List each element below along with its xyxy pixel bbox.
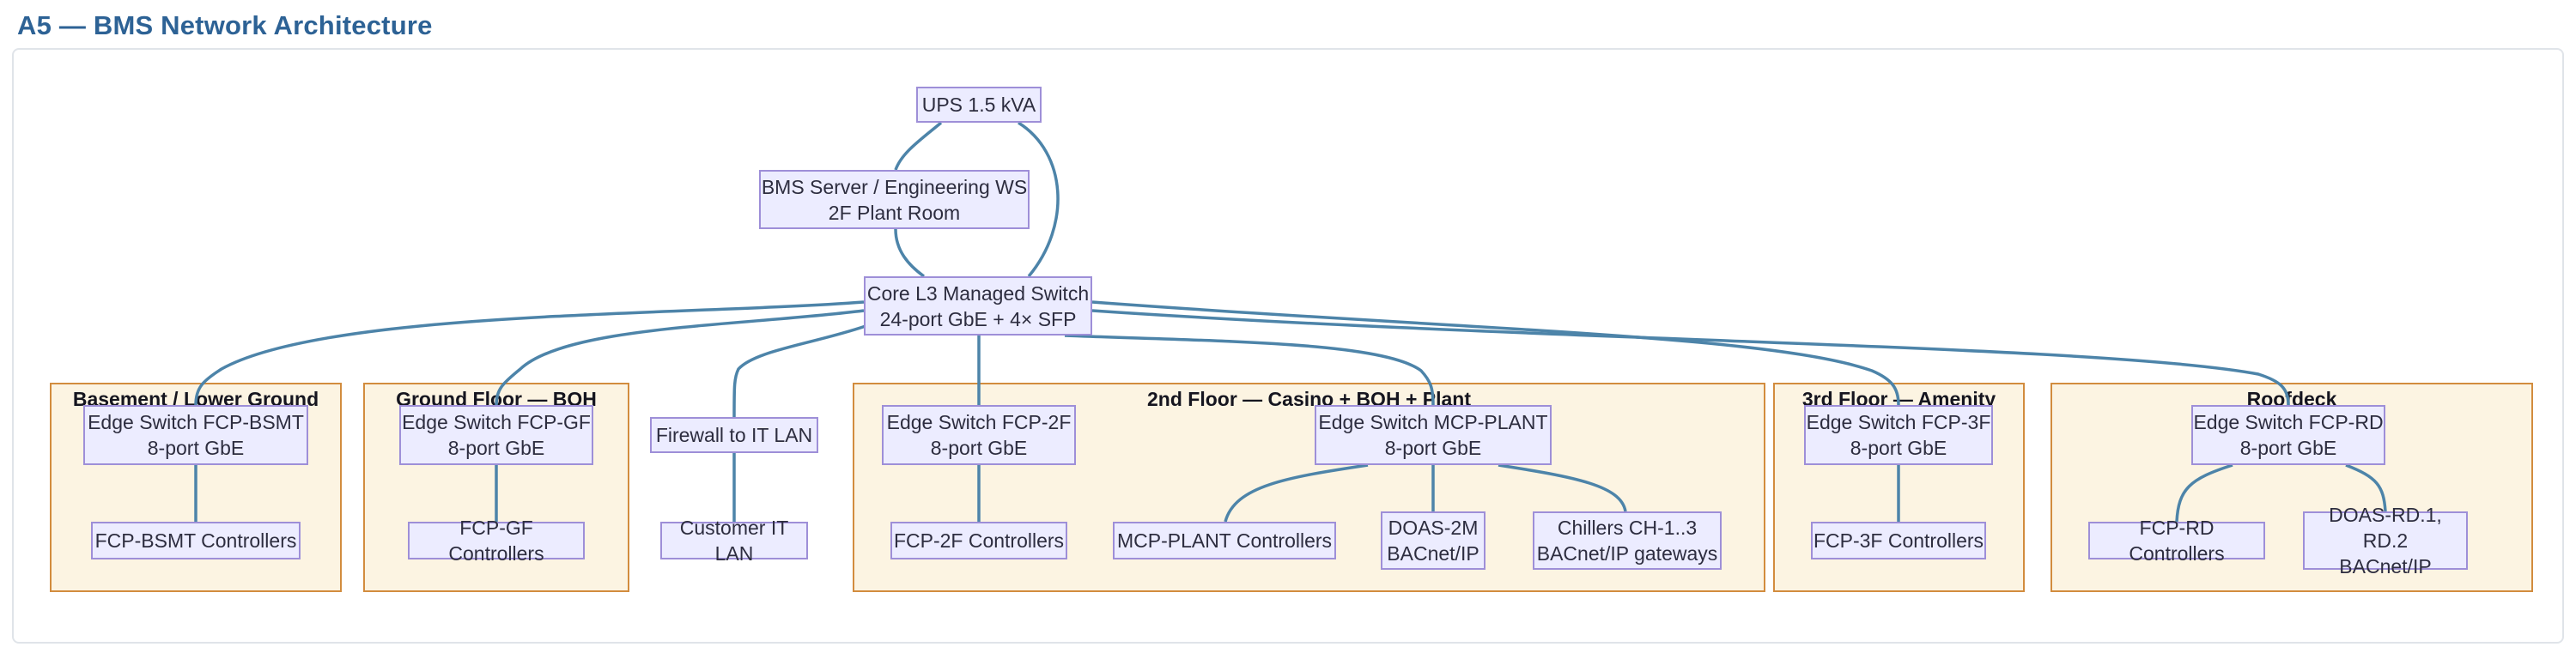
node-doas-2m: DOAS-2M BACnet/IP — [1381, 511, 1485, 570]
node-chillers-line1: Chillers CH-1..3 — [1557, 517, 1698, 539]
node-doas-rd-line1: DOAS-RD.1, RD.2 — [2329, 504, 2442, 552]
node-doas-rd: DOAS-RD.1, RD.2 BACnet/IP — [2303, 504, 2468, 577]
node-mcp-plant-controllers: MCP-PLANT Controllers — [1113, 522, 1336, 559]
node-sw-3f-line1: Edge Switch FCP-3F — [1806, 411, 1991, 433]
node-ctl-gf-label: FCP-GF Controllers — [448, 517, 544, 565]
node-edge-switch-fcp-rd: Edge Switch FCP-RD 8-port GbE — [2191, 405, 2385, 465]
node-sw-gf-line2: 8-port GbE — [447, 437, 545, 459]
node-core-switch: Core L3 Managed Switch 24-port GbE + 4× … — [864, 276, 1092, 336]
node-fcp-2f-controllers: FCP-2F Controllers — [890, 522, 1067, 559]
node-fcp-rd-controllers: FCP-RD Controllers — [2088, 517, 2265, 565]
node-edge-switch-fcp-bsmt: Edge Switch FCP-BSMT 8-port GbE — [83, 405, 308, 465]
node-doas-2m-line1: DOAS-2M — [1388, 517, 1479, 539]
node-ups-label: UPS 1.5 kVA — [921, 94, 1036, 116]
node-sw-mcp-line2: 8-port GbE — [1384, 437, 1482, 459]
node-firewall-label: Firewall to IT LAN — [655, 424, 813, 446]
node-edge-switch-mcp-plant: Edge Switch MCP-PLANT 8-port GbE — [1315, 405, 1552, 465]
node-sw-rd-line2: 8-port GbE — [2239, 437, 2337, 459]
node-edge-switch-fcp-3f: Edge Switch FCP-3F 8-port GbE — [1804, 405, 1993, 465]
node-ctl-bsmt-label: FCP-BSMT Controllers — [94, 529, 297, 552]
node-sw-gf-line1: Edge Switch FCP-GF — [402, 411, 591, 433]
node-fcp-bsmt-controllers: FCP-BSMT Controllers — [91, 522, 301, 559]
node-bms-server-line2: 2F Plant Room — [828, 201, 961, 224]
node-bms-server: BMS Server / Engineering WS 2F Plant Roo… — [759, 170, 1030, 229]
page-title: A5 — BMS Network Architecture — [17, 10, 433, 40]
node-edge-switch-fcp-gf: Edge Switch FCP-GF 8-port GbE — [399, 405, 593, 465]
node-ctl-mcp-label: MCP-PLANT Controllers — [1116, 529, 1333, 552]
node-core-switch-line2: 24-port GbE + 4× SFP — [879, 307, 1077, 330]
node-chillers: Chillers CH-1..3 BACnet/IP gateways — [1533, 511, 1722, 570]
node-core-switch-line1: Core L3 Managed Switch — [866, 281, 1090, 305]
node-firewall: Firewall to IT LAN — [650, 417, 818, 453]
node-sw-2f-line2: 8-port GbE — [930, 437, 1028, 459]
node-ctl-rd-label: FCP-RD Controllers — [2129, 517, 2225, 565]
node-sw-3f-line2: 8-port GbE — [1850, 437, 1947, 459]
node-sw-mcp-line1: Edge Switch MCP-PLANT — [1318, 411, 1548, 433]
node-sw-rd-line1: Edge Switch FCP-RD — [2193, 411, 2384, 433]
node-itlan-label: Customer IT LAN — [679, 517, 789, 565]
node-sw-bsmt-line2: 8-port GbE — [147, 437, 245, 459]
node-chillers-line2: BACnet/IP gateways — [1536, 542, 1718, 565]
node-sw-bsmt-line1: Edge Switch FCP-BSMT — [88, 411, 304, 433]
node-ctl-3f-label: FCP-3F Controllers — [1813, 529, 1984, 552]
node-edge-switch-fcp-2f: Edge Switch FCP-2F 8-port GbE — [882, 405, 1076, 465]
node-ctl-2f-label: FCP-2F Controllers — [893, 529, 1065, 552]
node-customer-it-lan: Customer IT LAN — [660, 517, 808, 565]
node-sw-2f-line1: Edge Switch FCP-2F — [886, 411, 1072, 433]
node-doas-2m-line2: BACnet/IP — [1387, 542, 1479, 565]
node-fcp-gf-controllers: FCP-GF Controllers — [408, 517, 585, 565]
node-ups: UPS 1.5 kVA — [916, 87, 1042, 123]
node-bms-server-line1: BMS Server / Engineering WS — [761, 175, 1028, 198]
node-doas-rd-line2: BACnet/IP — [2339, 555, 2432, 577]
node-fcp-3f-controllers: FCP-3F Controllers — [1811, 522, 1986, 559]
